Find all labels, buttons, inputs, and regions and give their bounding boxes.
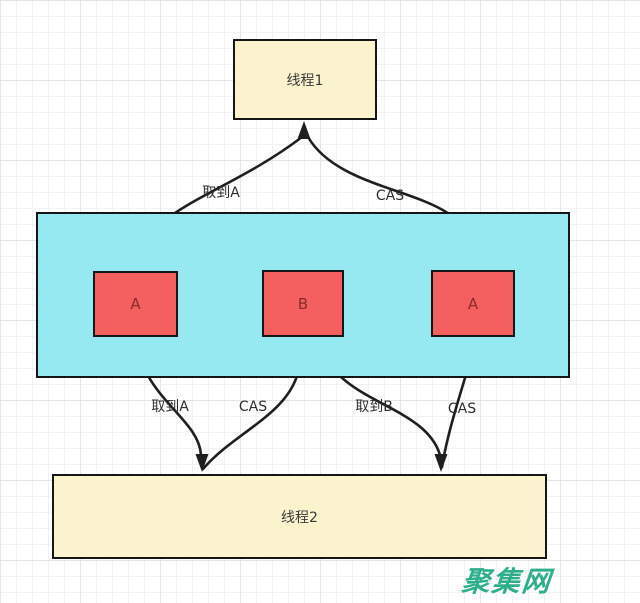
thread2-label: 线程2 (281, 509, 318, 526)
edge-label-top-fetch-a: 取到A (202, 185, 240, 201)
arrowhead-into-thread2-left (195, 454, 209, 472)
watermark-text: 聚集网 (460, 565, 554, 598)
edge-label-top-cas: CAS (375, 188, 405, 204)
node-a2-box: A (431, 270, 515, 337)
arrowhead-into-thread2-right (434, 454, 448, 472)
thread2-box: 线程2 (52, 474, 547, 559)
node-a1-label: A (130, 295, 141, 313)
edge-label-bottom-fetch-b: 取到B (355, 399, 393, 415)
node-a1-box: A (93, 271, 178, 337)
thread1-box: 线程1 (233, 39, 377, 120)
edge-label-bottom-cas-right: CAS (447, 401, 477, 417)
node-a2-label: A (467, 294, 479, 313)
node-b-label: B (297, 294, 309, 313)
node-b-box: B (262, 270, 344, 337)
edge-label-bottom-cas-left: CAS (238, 399, 268, 415)
thread1-label: 线程1 (286, 72, 324, 89)
edge-label-bottom-fetch-a: 取到A (151, 399, 189, 415)
arrowhead-into-thread1 (297, 121, 311, 139)
